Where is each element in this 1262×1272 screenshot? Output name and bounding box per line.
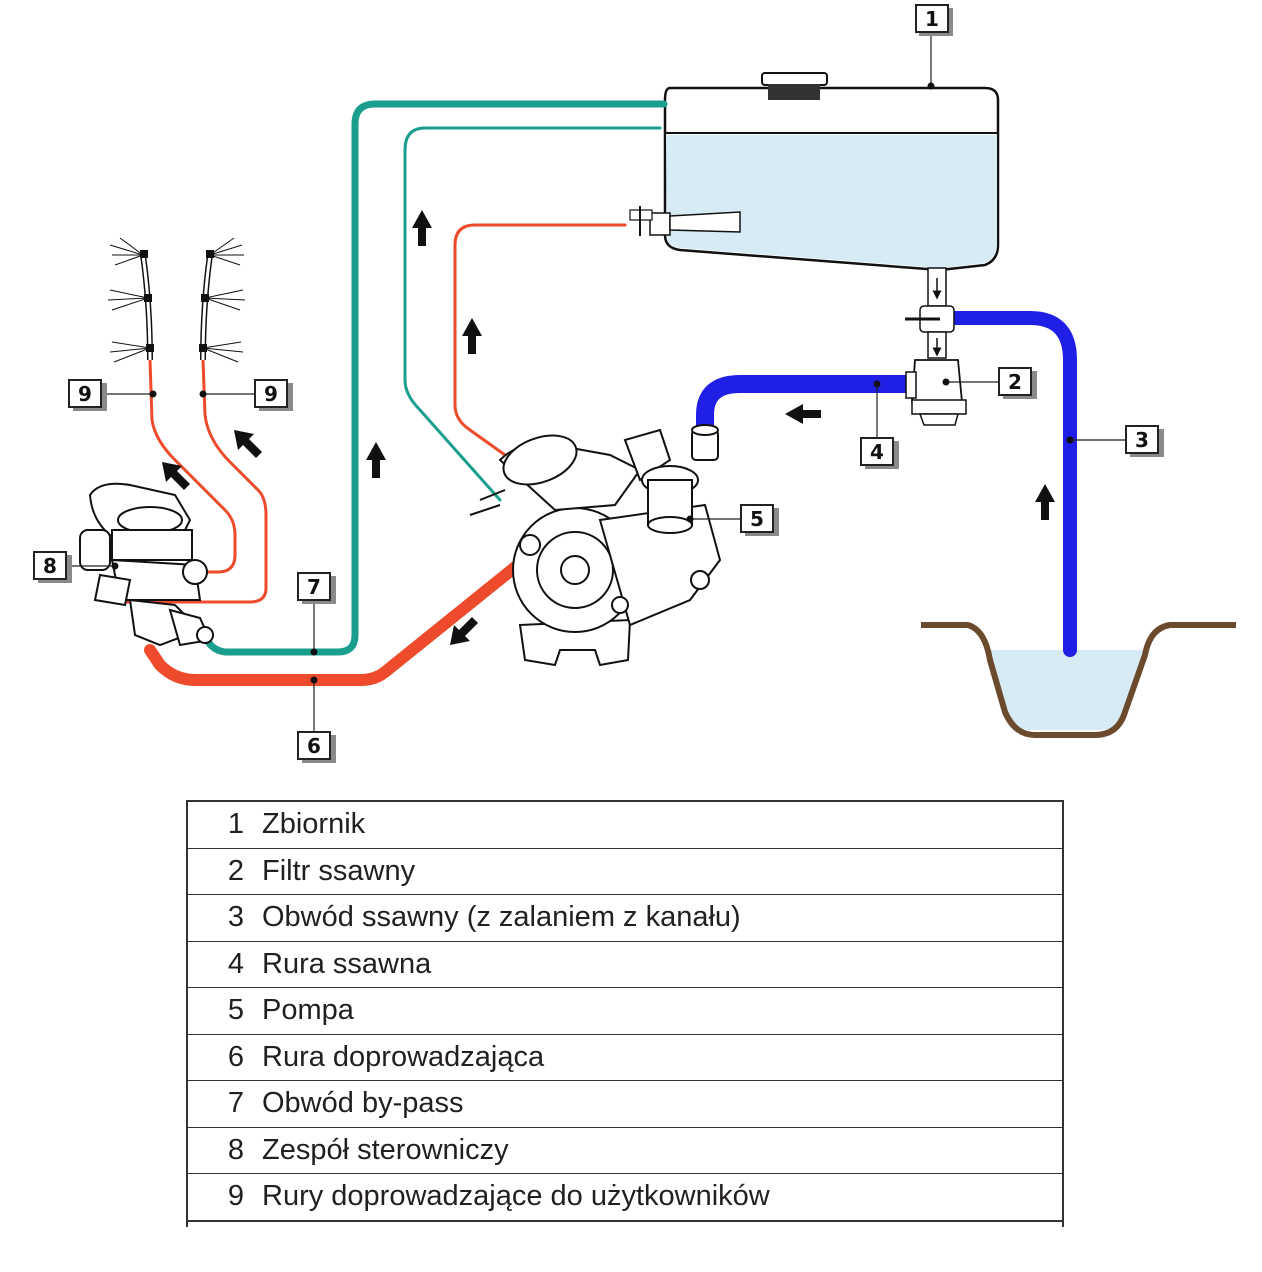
callout-5: 5: [686, 504, 779, 536]
svg-text:7: 7: [307, 575, 321, 599]
svg-text:3: 3: [1135, 428, 1149, 452]
legend-number: 2: [186, 847, 262, 895]
legend-label: Pompa: [262, 987, 1062, 1035]
callout-7: 7: [297, 572, 336, 656]
callout-1: 1: [915, 4, 953, 90]
legend-number: 5: [186, 987, 262, 1035]
legend-label: Filtr ssawny: [262, 847, 1062, 895]
callout-9-left: 9: [68, 379, 157, 411]
svg-text:8: 8: [43, 554, 57, 578]
flow-arrows: [162, 210, 1055, 645]
bypass-pipe: [201, 100, 668, 656]
legend-label: Rury doprowadzające do użytkowników: [262, 1173, 1062, 1222]
spray-booms: [107, 237, 246, 363]
legend-label: Rura ssawna: [262, 940, 1062, 988]
callout-2: 2: [942, 367, 1037, 399]
legend-label: Zespół sterowniczy: [262, 1126, 1062, 1174]
callout-9-right: 9: [199, 379, 293, 411]
svg-text:5: 5: [750, 507, 764, 531]
legend-number: 3: [186, 894, 262, 942]
legend-label: Rura doprowadzająca: [262, 1033, 1062, 1081]
svg-text:4: 4: [870, 440, 884, 464]
delivery-pipes: [113, 223, 627, 686]
legend-number: 8: [186, 1126, 262, 1174]
callout-3: 3: [1066, 425, 1164, 457]
legend-number: 6: [186, 1033, 262, 1081]
legend-label: Obwód by-pass: [262, 1080, 1062, 1128]
svg-text:1: 1: [925, 7, 939, 31]
svg-text:9: 9: [264, 382, 278, 406]
hydraulic-circuit-diagram: 1 2 3 4 5 6 7: [33, 4, 1236, 763]
control-unit: [79, 482, 214, 647]
water-channel: [921, 622, 1236, 738]
svg-text:6: 6: [307, 734, 321, 758]
svg-text:2: 2: [1008, 370, 1022, 394]
tank: [629, 72, 1000, 272]
callout-8: 8: [33, 551, 119, 583]
callout-4: 4: [860, 380, 899, 469]
legend-label: Obwód ssawny (z zalaniem z kanału): [262, 894, 1062, 942]
legend-number: 4: [186, 940, 262, 988]
suction-pipes: [696, 311, 1077, 657]
svg-text:9: 9: [78, 382, 92, 406]
suction-filter: [905, 267, 967, 426]
pump: [469, 424, 722, 667]
legend-number: 1: [186, 800, 262, 849]
legend-number: 9: [186, 1173, 262, 1222]
legend-number: 7: [186, 1080, 262, 1128]
callout-6: 6: [297, 676, 336, 763]
legend-label: Zbiornik: [262, 800, 1062, 849]
